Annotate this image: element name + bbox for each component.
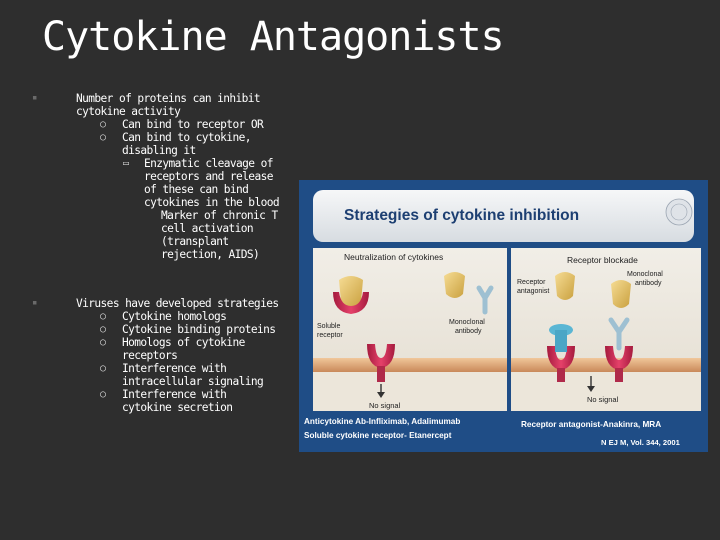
bullet-level4: Marker of chronic T cell activation (tra… <box>161 209 278 261</box>
bullet-marker: ○ <box>100 389 106 400</box>
bullet-level2: ○Cytokine homologs <box>100 310 227 323</box>
bullet-level1: ▪Viruses have developed strategies <box>32 297 279 310</box>
slide-title: Cytokine Antagonists <box>42 14 505 60</box>
arrow-head-icon <box>377 392 385 398</box>
seal-ring-icon <box>670 203 688 221</box>
bullet-marker: ▪ <box>32 298 37 308</box>
bullet-level3: ▭Enzymatic cleavage of receptors and rel… <box>123 157 280 209</box>
bullet-level2: ○Homologs of cytokine receptors <box>100 336 245 362</box>
cytokine-inhibition-figure: Strategies of cytokine inhibition Neutra… <box>299 180 708 452</box>
right-membrane <box>511 358 701 372</box>
bullet-level2: ○Cytokine binding proteins <box>100 323 276 336</box>
receptor-stem <box>615 368 623 382</box>
receptor-stem <box>557 368 565 382</box>
cytokine-icon <box>339 276 363 307</box>
membrane-receptor-icon <box>605 346 633 370</box>
cytokine-icon <box>444 272 465 298</box>
right-no-signal: No signal <box>587 395 619 404</box>
cytokine-icon <box>555 272 575 300</box>
cytokine-icon <box>611 280 631 308</box>
arrow-head-icon <box>587 386 595 392</box>
left-cytoplasm <box>313 372 507 411</box>
left-no-signal: No signal <box>369 401 401 410</box>
bullet-level2: ○Interference with cytokine secretion <box>100 388 233 414</box>
receptor-antagonist-body <box>555 330 567 352</box>
bullet-level2: ○Can bind to receptor OR <box>100 118 264 131</box>
bullet-marker: ○ <box>100 363 106 374</box>
soluble-receptor-icon <box>333 292 369 314</box>
figure-banner <box>313 190 694 242</box>
bullet-level2: ○Can bind to cytokine, disabling it <box>100 131 251 157</box>
bullet-marker: ○ <box>100 119 106 130</box>
receptor-stem <box>377 366 385 382</box>
bullet-level1: ▪Number of proteins can inhibit cytokine… <box>32 92 261 118</box>
bullet-marker: ○ <box>100 311 106 322</box>
bullet-marker: ▪ <box>32 93 37 103</box>
figure-title: Strategies of cytokine inhibition <box>344 207 579 224</box>
membrane-receptor-icon <box>547 346 575 370</box>
right-cytoplasm <box>511 372 701 411</box>
figure-svg: Strategies of cytokine inhibition Neutra… <box>304 190 701 447</box>
bullet-marker: ○ <box>100 324 106 335</box>
right-panel-heading: Receptor blockade <box>567 255 638 265</box>
left-panel-heading: Neutralization of cytokines <box>344 252 443 262</box>
footer-left-line2: Soluble cytokine receptor- Etanercept <box>304 431 452 440</box>
membrane-receptor-icon <box>367 344 395 368</box>
footer-right-line1: Receptor antagonist-Anakinra, MRA <box>521 420 661 429</box>
left-membrane <box>313 358 507 372</box>
bullet-marker: ○ <box>100 132 106 143</box>
footer-left-line1: Anticytokine Ab-Infliximab, Adalimumab <box>304 417 460 426</box>
footer-citation: N EJ M, Vol. 344, 2001 <box>601 438 681 447</box>
bullet-marker: ▭ <box>123 158 129 169</box>
bullet-marker: ○ <box>100 337 106 348</box>
bullet-level2: ○Interference with intracellular signali… <box>100 362 264 388</box>
monoclonal-antibody-icon <box>608 317 630 351</box>
slide-body: ▪Number of proteins can inhibit cytokine… <box>32 92 280 414</box>
monoclonal-antibody-icon <box>476 285 494 315</box>
seal-icon <box>665 198 693 226</box>
